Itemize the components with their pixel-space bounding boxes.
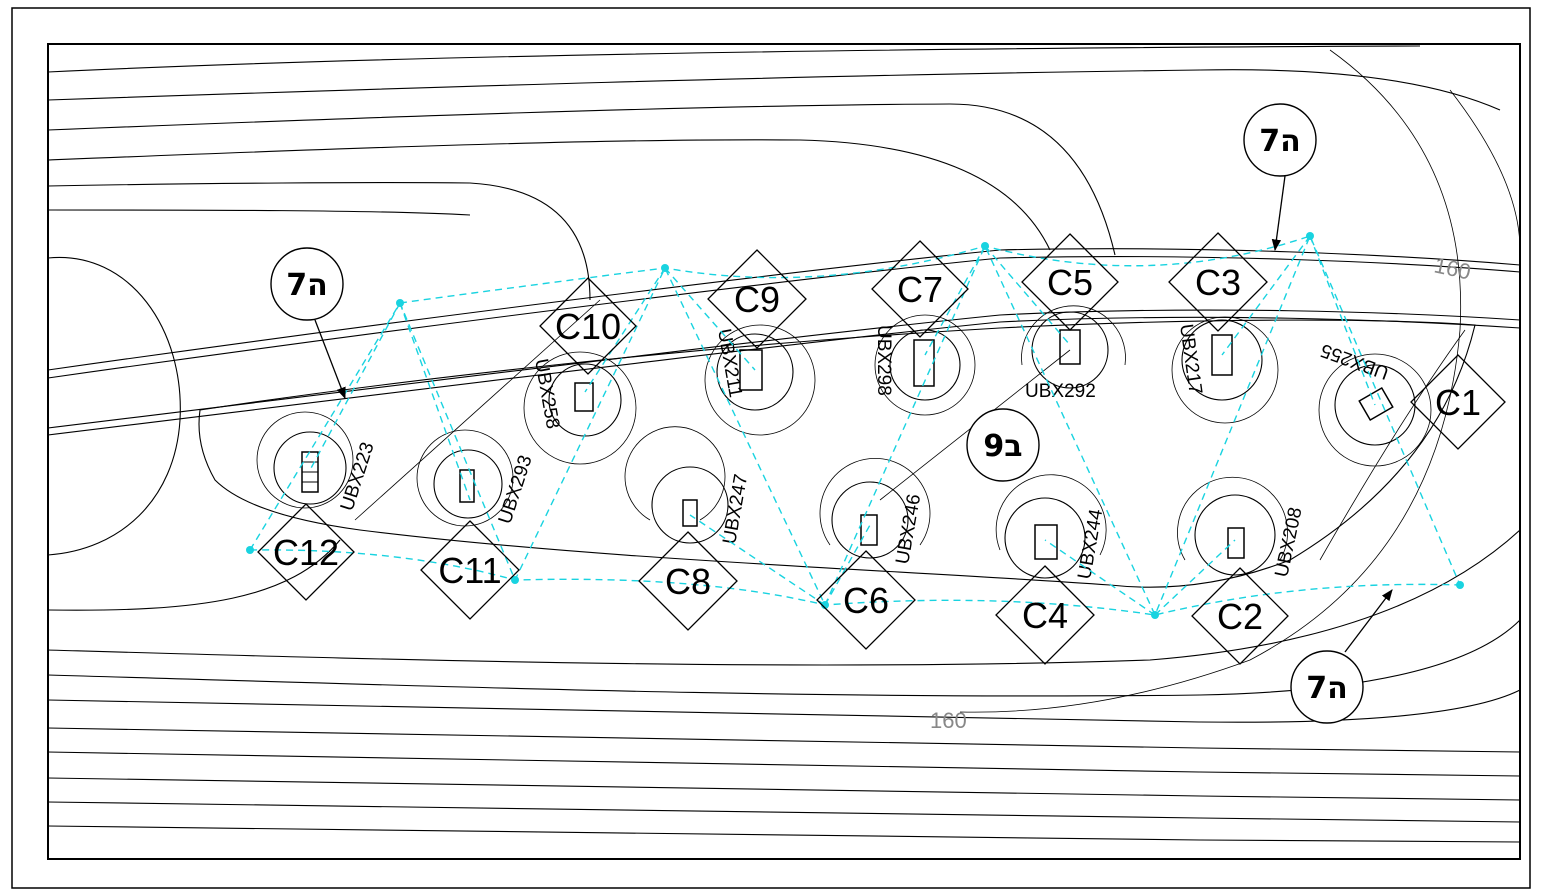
drawing-frame xyxy=(47,43,1521,860)
fixtures: UBX223 UBX293 UBX258 UBX247 UBX211 UBX24… xyxy=(256,305,1432,581)
fixture-ubx293: UBX293 xyxy=(416,429,537,527)
callout-label: C8 xyxy=(665,561,711,602)
dimension-label-right: 160 xyxy=(1432,252,1473,284)
callout-label: C5 xyxy=(1047,262,1093,303)
callout-label: C10 xyxy=(555,306,621,347)
callout-c10: C10 xyxy=(539,277,637,375)
fixture-label: UBX223 xyxy=(337,440,379,514)
fixture-ubx217: UBX217 xyxy=(1171,316,1279,424)
callout-c2: C2 xyxy=(1191,567,1289,665)
aiming-paths xyxy=(246,232,1464,619)
callout-label: C9 xyxy=(734,279,780,320)
fixture-ubx246: UBX246 xyxy=(819,458,931,566)
callout-c9: C9 xyxy=(707,249,807,349)
callouts: C1 C2 C3 C4 C5 C6 C7 C8 xyxy=(257,232,1506,665)
callout-c4: C4 xyxy=(995,565,1095,665)
callout-c5: C5 xyxy=(1021,233,1119,331)
callout-c12: C12 xyxy=(257,503,355,601)
callout-label: C1 xyxy=(1435,382,1481,423)
fixture-label: UBX292 xyxy=(1025,381,1096,402)
callout-label: C4 xyxy=(1022,595,1068,636)
callout-c1: C1 xyxy=(1410,354,1506,450)
zone-tag-label: ה7 xyxy=(1259,124,1301,159)
callout-label: C7 xyxy=(897,269,943,310)
zone-tag-top-right: ה7 xyxy=(1243,103,1317,252)
outer-border xyxy=(11,7,1531,889)
callout-c3: C3 xyxy=(1168,232,1268,332)
fixture-ubx292: UBX292 xyxy=(1021,305,1126,402)
fixture-label: UBX258 xyxy=(530,357,563,430)
callout-label: C11 xyxy=(438,550,501,591)
callout-c8: C8 xyxy=(638,531,738,631)
callout-c7: C7 xyxy=(871,240,969,338)
callout-label: C2 xyxy=(1217,596,1263,637)
fixture-ubx223: UBX223 xyxy=(256,411,379,514)
dimension-label-bottom: 160 xyxy=(930,708,967,733)
fixture-ubx255: UBX255 xyxy=(1318,339,1432,467)
fixture-ubx208: UBX208 xyxy=(1177,476,1307,579)
callout-c6: C6 xyxy=(816,550,916,650)
zone-tag-label: ה7 xyxy=(286,268,328,303)
fixture-ubx258: UBX258 xyxy=(523,351,637,465)
planting-bed xyxy=(198,319,1476,588)
fixture-label: UBX217 xyxy=(1175,323,1206,396)
zone-tag-bottom-right: ה7 xyxy=(1290,589,1393,724)
fixture-label: UBX255 xyxy=(1318,339,1392,383)
zone-tags: ה7 ה7 ה7 ב9 xyxy=(270,103,1393,724)
callout-c11: C11 xyxy=(420,520,520,620)
callout-label: C3 xyxy=(1195,262,1241,303)
fixture-ubx244: UBX244 xyxy=(995,474,1107,581)
fixture-label: UBX298 xyxy=(873,325,894,396)
zone-tag-left: ה7 xyxy=(270,247,346,400)
callout-label: C6 xyxy=(843,580,889,621)
fixture-label: UBX246 xyxy=(892,493,925,566)
zone-tag-center: ב9 xyxy=(966,408,1040,482)
zone-tag-label: ב9 xyxy=(983,429,1022,464)
callout-label: C12 xyxy=(273,532,339,573)
fixture-label: UBX208 xyxy=(1271,505,1306,579)
zone-tag-label: ה7 xyxy=(1306,671,1348,706)
fixture-ubx298: UBX298 xyxy=(873,314,976,416)
fixture-ubx247: UBX247 xyxy=(624,426,752,546)
